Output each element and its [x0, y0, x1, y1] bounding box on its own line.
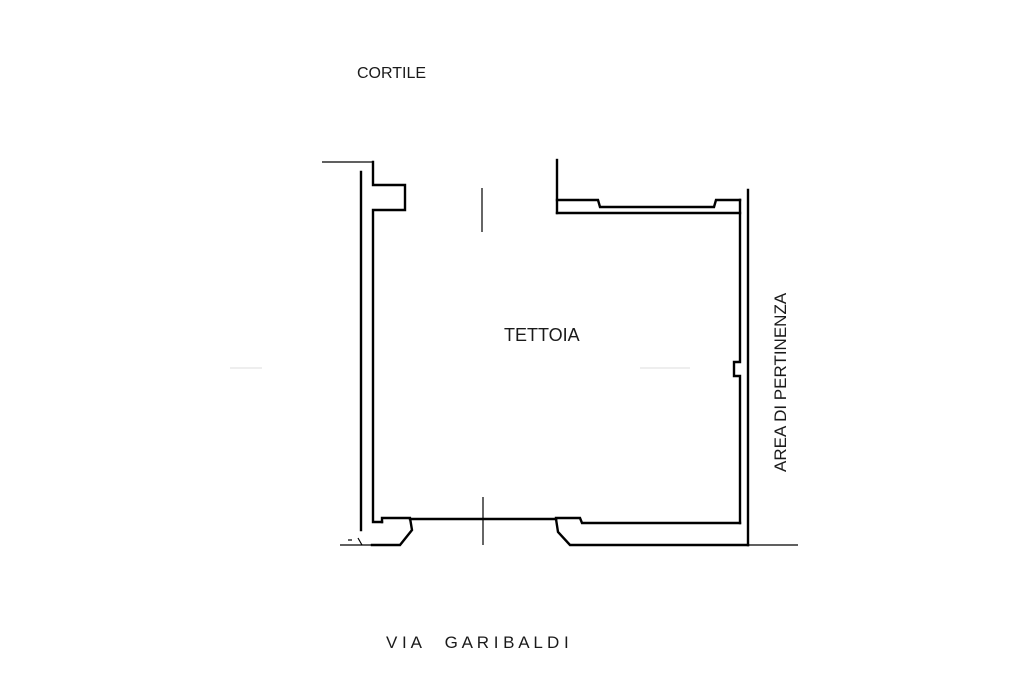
courtyard-label: CORTILE — [357, 65, 426, 82]
top-right-wall — [555, 158, 742, 215]
appurtenance-area-label: AREA DI PERTINENZA — [771, 292, 790, 472]
canopy-label: TETTOIA — [504, 325, 580, 345]
right-wall — [732, 188, 750, 547]
street-label: V I A G A R I B A L D I — [386, 633, 569, 652]
opening-markers — [481, 188, 484, 545]
left-wall — [359, 160, 407, 532]
bottom-right-pilaster — [554, 516, 798, 547]
bottom-left-pilaster — [340, 516, 414, 547]
